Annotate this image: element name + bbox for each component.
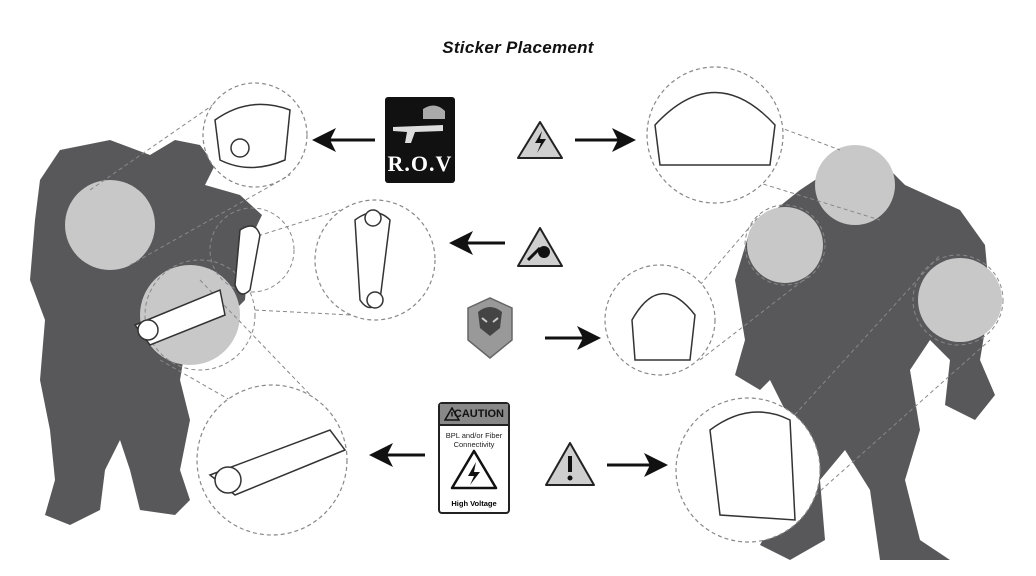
warning-exclamation-sticker-icon xyxy=(545,442,595,486)
rifle-helmet-icon xyxy=(393,105,445,143)
caution-subtitle: BPL and/or Fiber Connectivity xyxy=(445,431,503,449)
pinch-hazard-sticker-icon xyxy=(517,227,563,267)
left-shoulder-highlight xyxy=(65,180,155,270)
caution-footer: High Voltage xyxy=(451,499,497,508)
caution-high-voltage-sticker: CAUTION BPL and/or Fiber Connectivity Hi… xyxy=(438,402,510,514)
right-arm-highlight xyxy=(918,258,1002,342)
high-voltage-sticker-icon xyxy=(517,121,563,159)
caution-header: CAUTION xyxy=(440,404,508,426)
high-voltage-triangle-icon xyxy=(450,449,498,490)
page-title: Sticker Placement xyxy=(442,38,594,57)
rov-logo-sticker: R.O.V xyxy=(385,97,455,183)
caution-triangle-icon xyxy=(444,407,460,421)
right-shoulder-highlight xyxy=(747,207,823,283)
right-head-highlight xyxy=(815,145,895,225)
rov-logo-text: R.O.V xyxy=(387,151,453,176)
skull-shield-logo-icon xyxy=(467,297,513,359)
